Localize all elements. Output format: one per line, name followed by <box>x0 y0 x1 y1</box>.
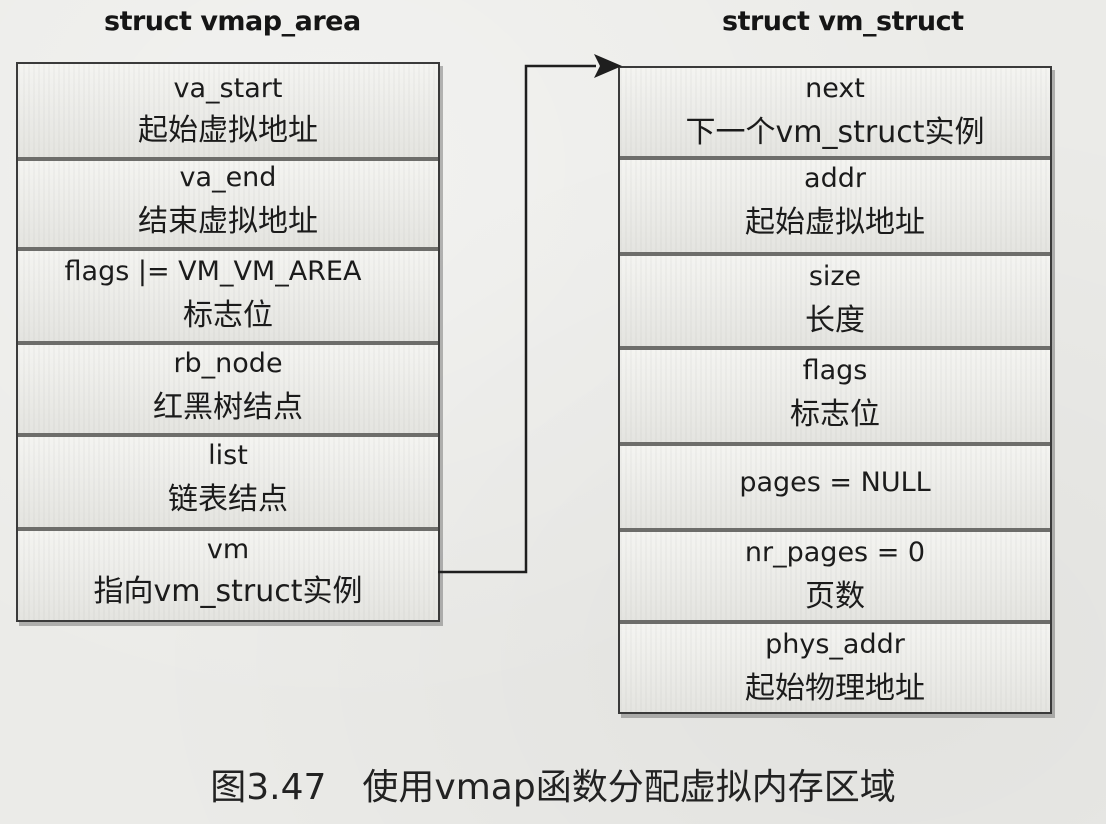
field-desc: 起始虚拟地址 <box>745 205 925 240</box>
field-name: flags <box>802 355 868 386</box>
field-vm: vm 指向vm_struct实例 <box>18 531 438 620</box>
field-desc: 结束虚拟地址 <box>138 204 318 239</box>
field-addr: addr 起始虚拟地址 <box>620 160 1050 256</box>
field-va-start: va_start 起始虚拟地址 <box>18 64 438 161</box>
field-desc: 红黑树结点 <box>153 390 303 425</box>
field-name: list <box>208 440 248 471</box>
field-desc: 标志位 <box>790 397 880 432</box>
field-name: va_end <box>179 162 277 193</box>
arrow-line <box>438 64 596 574</box>
field-name: phys_addr <box>765 629 905 660</box>
field-desc: 下一个vm_struct实例 <box>685 115 985 150</box>
field-pages: pages = NULL <box>620 446 1050 532</box>
field-phys-addr: phys_addr 起始物理地址 <box>620 624 1050 712</box>
field-desc: 指向vm_struct实例 <box>93 574 363 609</box>
field-desc: 长度 <box>805 303 865 338</box>
field-name: rb_node <box>173 348 283 379</box>
field-name: nr_pages = 0 <box>744 537 926 568</box>
field-name: next <box>805 73 865 104</box>
field-va-end: va_end 结束虚拟地址 <box>18 161 438 251</box>
field-size: size 长度 <box>620 256 1050 350</box>
field-name: addr <box>804 163 866 194</box>
field-name: vm <box>206 534 250 565</box>
field-desc: 标志位 <box>183 298 273 333</box>
field-nr-pages: nr_pages = 0 页数 <box>620 532 1050 624</box>
field-flags: flags |= VM_VM_AREA 标志位 <box>18 251 438 345</box>
field-name: va_start <box>173 73 283 104</box>
field-desc: 页数 <box>805 579 865 614</box>
field-desc: 起始虚拟地址 <box>138 113 318 148</box>
field-rb-node: rb_node 红黑树结点 <box>18 345 438 437</box>
field-next: next 下一个vm_struct实例 <box>620 68 1050 160</box>
vm-struct-title: struct vm_struct <box>722 6 964 37</box>
vmap-area-box: va_start 起始虚拟地址 va_end 结束虚拟地址 flags |= V… <box>16 62 440 622</box>
field-list: list 链表结点 <box>18 437 438 531</box>
vm-struct-box: next 下一个vm_struct实例 addr 起始虚拟地址 size 长度 … <box>618 66 1052 714</box>
field-name: size <box>808 261 862 292</box>
arrow-head <box>594 54 622 78</box>
field-name: pages = NULL <box>739 467 931 498</box>
figure-caption: 图3.47 使用vmap函数分配虚拟内存区域 <box>210 767 896 808</box>
vmap-area-title: struct vmap_area <box>104 6 361 37</box>
field-desc: 链表结点 <box>168 482 288 517</box>
field-flags: flags 标志位 <box>620 350 1050 446</box>
field-desc: 起始物理地址 <box>745 671 925 706</box>
field-name: flags |= VM_VM_AREA <box>64 256 362 287</box>
